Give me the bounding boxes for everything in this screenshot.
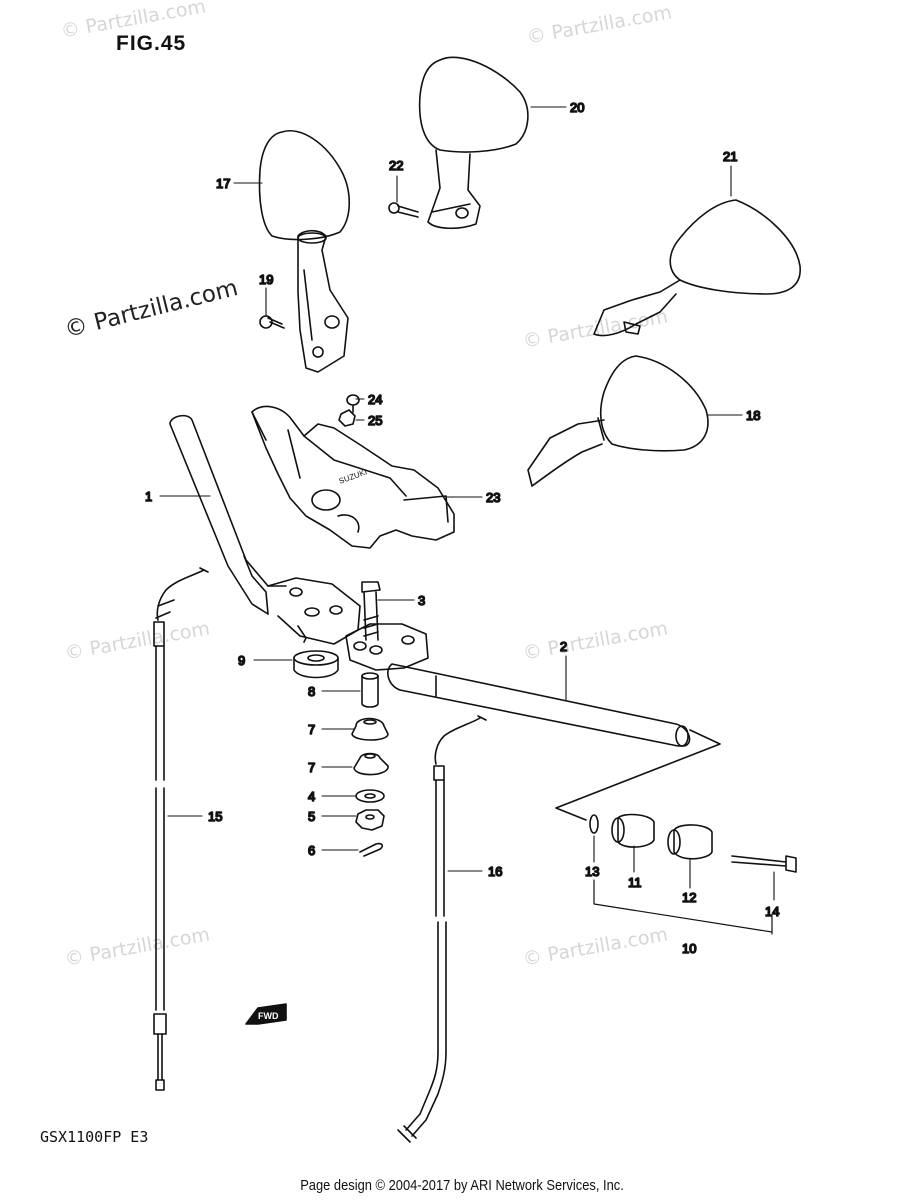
part-4-washer bbox=[355, 789, 385, 803]
callout-15: 15 bbox=[208, 809, 222, 824]
callout-21: 21 bbox=[723, 149, 737, 164]
break-indicator-line bbox=[555, 729, 721, 821]
callout-2: 2 bbox=[560, 639, 567, 654]
part-3-bolt bbox=[361, 581, 381, 641]
callout-16: 16 bbox=[488, 864, 502, 879]
callout-5: 5 bbox=[308, 809, 315, 824]
part-19-bolt bbox=[259, 315, 285, 329]
part-6-cotter-pin bbox=[359, 842, 384, 857]
part-17-left-mirror bbox=[258, 130, 351, 373]
part-22-bolt bbox=[388, 202, 419, 218]
footer-copyright: Page design © 2004-2017 by ARI Network S… bbox=[300, 1177, 624, 1194]
part-25-nut bbox=[338, 409, 356, 427]
part-2-handlebar-right bbox=[345, 623, 691, 747]
part-18-mirror bbox=[527, 355, 709, 487]
part-9-rubber-cushion bbox=[293, 650, 339, 679]
part-16-throttle-cable bbox=[397, 715, 487, 1143]
callout-24: 24 bbox=[368, 392, 382, 407]
callout-19: 19 bbox=[259, 272, 273, 287]
part-24-bolt bbox=[346, 394, 360, 413]
callout-3: 3 bbox=[418, 593, 425, 608]
callout-23: 23 bbox=[486, 490, 500, 505]
callout-4: 4 bbox=[308, 789, 315, 804]
part-13-washer bbox=[589, 814, 599, 834]
part-15-throttle-cable bbox=[153, 567, 209, 1091]
fwd-arrow-icon: FWD bbox=[245, 1003, 287, 1025]
part-12-balancer bbox=[667, 824, 713, 860]
part-21-mirror bbox=[593, 199, 801, 337]
callout-10: 10 bbox=[682, 941, 696, 956]
part-14-screw bbox=[731, 855, 797, 873]
fwd-label: FWD bbox=[258, 1011, 279, 1021]
svg-text:SUZUKI: SUZUKI bbox=[338, 467, 369, 485]
callout-1: 1 bbox=[145, 489, 152, 504]
callout-11: 11 bbox=[628, 875, 642, 890]
part-23-handlebar-holder: SUZUKI bbox=[251, 405, 455, 549]
callout-20: 20 bbox=[570, 100, 584, 115]
callout-14: 14 bbox=[765, 904, 779, 919]
callout-17: 17 bbox=[216, 176, 230, 191]
callout-6: 6 bbox=[308, 843, 315, 858]
part-7-cushion-lower bbox=[353, 752, 389, 776]
callout-7-upper: 7 bbox=[308, 722, 315, 737]
callout-25: 25 bbox=[368, 413, 382, 428]
part-8-collar bbox=[361, 672, 379, 708]
figure-title: FIG.45 bbox=[116, 32, 187, 55]
callout-12: 12 bbox=[682, 890, 696, 905]
callout-22: 22 bbox=[389, 158, 403, 173]
model-code: GSX1100FP E3 bbox=[40, 1128, 149, 1146]
callout-18: 18 bbox=[746, 408, 760, 423]
part-7-cushion-upper bbox=[351, 717, 389, 741]
part-5-nut bbox=[355, 809, 385, 831]
part-1-handlebar-left bbox=[169, 414, 361, 645]
callout-8: 8 bbox=[308, 684, 315, 699]
callout-7-lower: 7 bbox=[308, 760, 315, 775]
part-10-assembly-bracket bbox=[593, 879, 773, 935]
callout-13: 13 bbox=[585, 864, 599, 879]
leader-lines bbox=[159, 106, 775, 901]
part-11-balancer bbox=[611, 813, 655, 848]
callout-9: 9 bbox=[238, 653, 245, 668]
part-20-mirror bbox=[418, 56, 529, 230]
